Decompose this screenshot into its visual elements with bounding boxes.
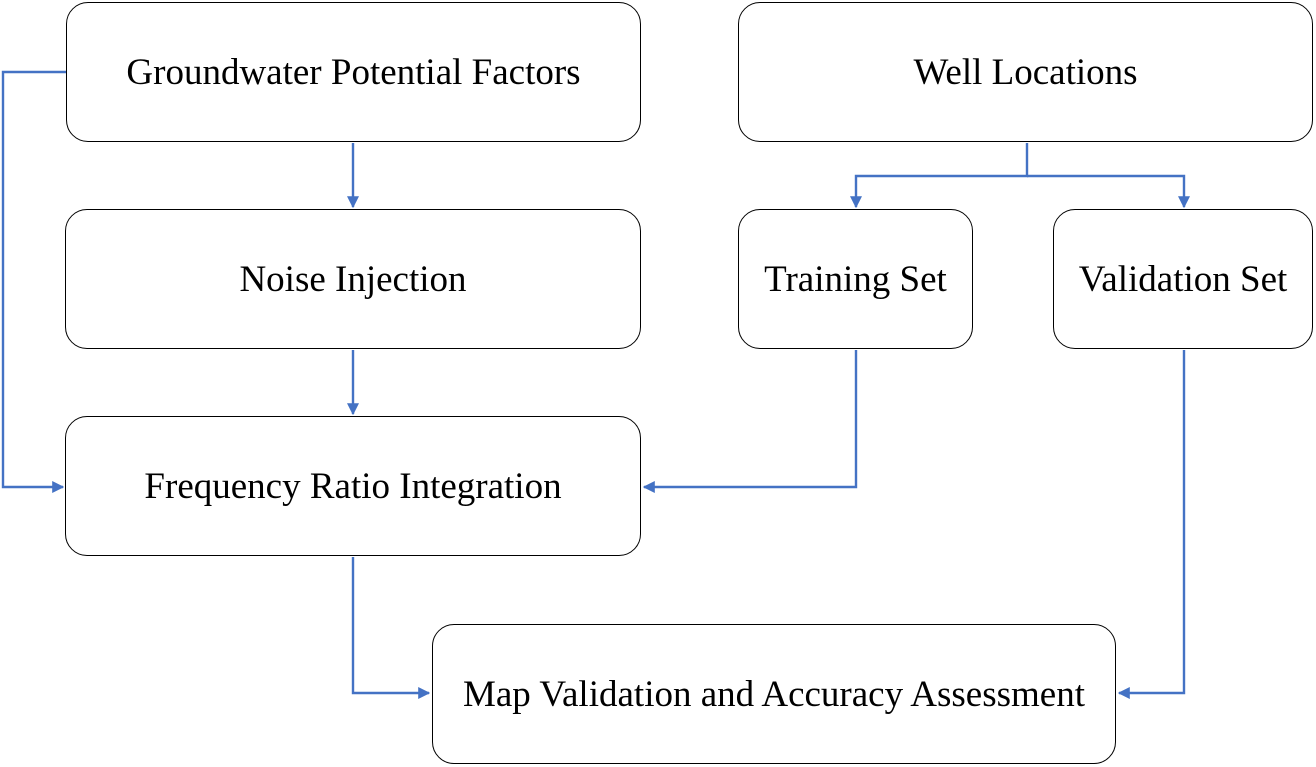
node-label: Validation Set <box>1078 258 1288 300</box>
node-label: Groundwater Potential Factors <box>126 51 581 93</box>
node-groundwater-potential-factors: Groundwater Potential Factors <box>66 2 641 142</box>
node-frequency-ratio-integration: Frequency Ratio Integration <box>65 416 641 556</box>
arrow-factors-to-frequency-bypass <box>1 70 66 493</box>
node-training-set: Training Set <box>738 209 973 349</box>
node-label: Noise Injection <box>239 258 467 300</box>
node-label: Map Validation and Accuracy Assessment <box>462 673 1086 715</box>
arrow-validation-to-map-validation <box>1117 350 1186 699</box>
node-label: Frequency Ratio Integration <box>144 465 562 507</box>
node-well-locations: Well Locations <box>738 2 1313 142</box>
node-noise-injection: Noise Injection <box>65 209 641 349</box>
arrow-wells-to-validation <box>1027 174 1190 209</box>
arrow-frequency-to-map-validation <box>351 557 431 699</box>
node-validation-set: Validation Set <box>1053 209 1313 349</box>
arrow-training-to-frequency <box>642 350 858 493</box>
arrow-wells-to-training <box>850 143 1029 209</box>
node-label: Training Set <box>764 258 947 300</box>
node-map-validation-accuracy-assessment: Map Validation and Accuracy Assessment <box>432 624 1116 764</box>
node-label: Well Locations <box>913 51 1138 93</box>
